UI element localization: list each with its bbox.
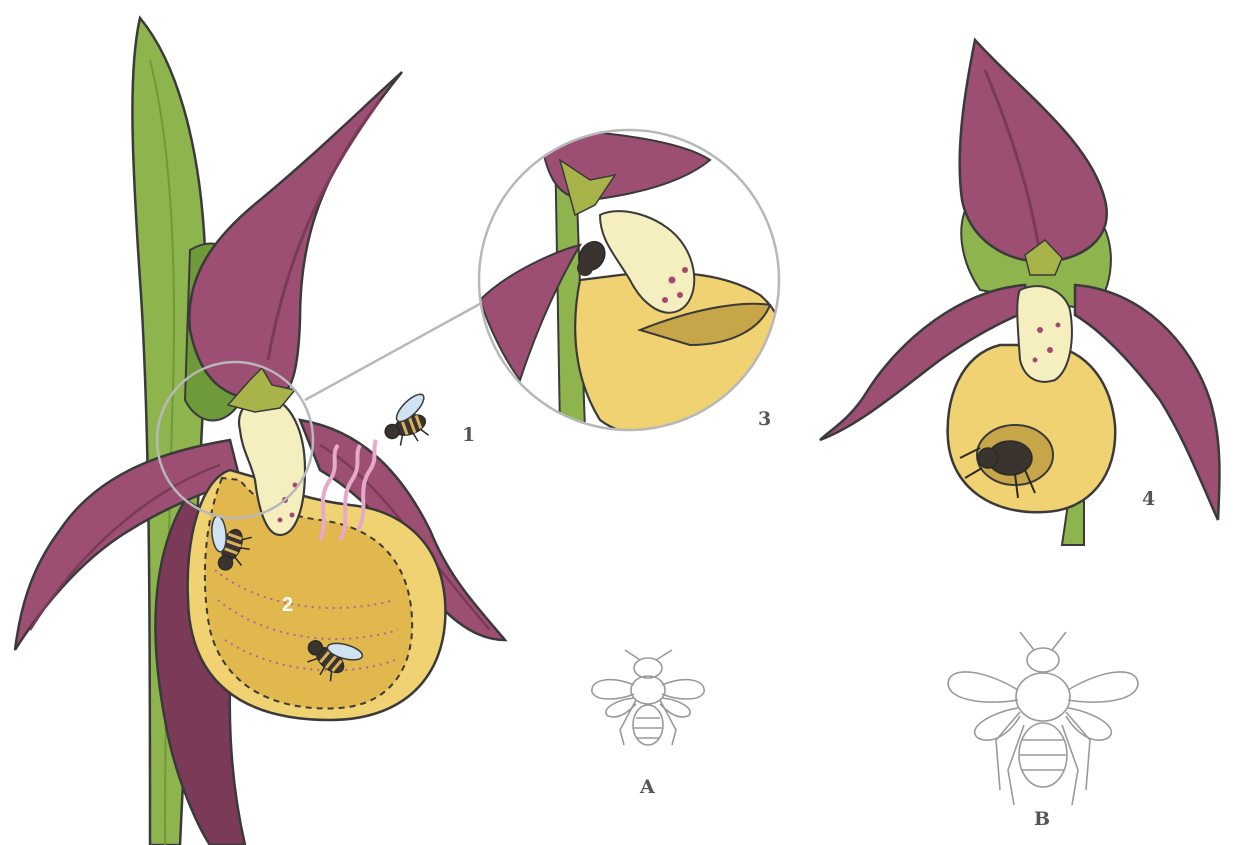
zoom-connector — [305, 300, 487, 400]
bee-flying — [375, 388, 440, 451]
bee-sketch-b — [948, 632, 1138, 805]
bee-label-b: B — [1034, 808, 1050, 830]
step-label-1: 1 — [462, 424, 475, 446]
step-label-2: 2 — [282, 594, 293, 617]
bee-label-a: A — [640, 776, 655, 798]
zoom-detail — [479, 130, 783, 437]
second-orchid — [820, 40, 1220, 545]
top-sepal-2 — [960, 40, 1107, 262]
dorsal-sepal — [189, 72, 402, 400]
step-label-4: 4 — [1142, 488, 1155, 510]
bee-sketch-a — [592, 650, 704, 745]
step-label-3: 3 — [758, 408, 771, 430]
main-orchid-illustration — [15, 18, 505, 845]
